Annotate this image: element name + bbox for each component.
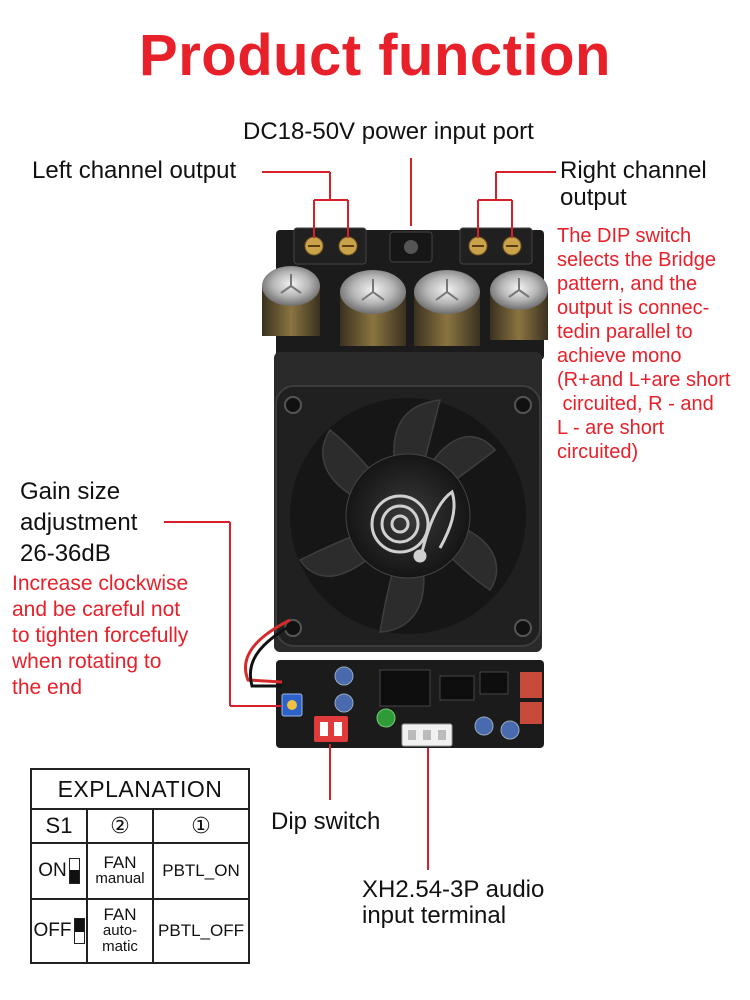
power-terminal-block	[389, 231, 433, 263]
dip-note-line: achieve mono	[557, 345, 682, 367]
dip-note-line: pattern, and the	[557, 273, 698, 295]
header-s1: S1	[30, 808, 88, 844]
gain-note-line: Increase clockwise	[12, 572, 189, 595]
table-row: OFF FAN auto- matic PBTL_OFF	[30, 898, 250, 964]
explanation-table: EXPLANATION S1 ② ① ON FAN manual PBTL_ON…	[30, 768, 250, 964]
dip-note-line: The DIP switch	[557, 225, 692, 247]
audio-input-label-line1: XH2.54-3P audio	[362, 876, 545, 903]
state-label-off: OFF	[33, 920, 72, 941]
switch-on-icon	[68, 858, 80, 884]
state-cell-on: ON	[30, 842, 88, 900]
gain-note-line: and be careful not	[12, 598, 181, 621]
state-label-on: ON	[38, 860, 67, 881]
fan-screw	[514, 619, 532, 637]
capacitor-1	[262, 266, 320, 336]
gain-label-line1: Gain size	[20, 478, 121, 505]
capacitor-3	[414, 270, 480, 346]
left-terminal-block	[293, 227, 367, 265]
dip-note-line: circuited)	[557, 441, 639, 463]
small-capacitors	[334, 666, 542, 740]
dip-note-line: output is connec-	[557, 297, 710, 319]
leader-lines	[164, 158, 556, 870]
fan-screw	[284, 396, 302, 414]
fan-screw	[514, 396, 532, 414]
left-channel-label: Left channel output	[32, 157, 237, 184]
header-switch-1: ①	[152, 808, 250, 844]
gain-note-line: the end	[12, 676, 83, 699]
right-channel-label-line2: output	[560, 184, 627, 211]
right-terminal-block	[459, 227, 533, 265]
explanation-title: EXPLANATION	[30, 768, 250, 810]
dip-note-line: selects the Bridge	[557, 249, 716, 271]
fan-mode-automatic: FAN auto- matic	[86, 898, 154, 964]
state-cell-off: OFF	[30, 898, 88, 964]
right-channel-label-line1: Right channel	[560, 157, 707, 184]
gain-label-line3: 26-36dB	[20, 540, 111, 567]
dip-note-line: L - are short	[557, 417, 665, 439]
audio-input-label-line2: input terminal	[362, 902, 507, 929]
fan-wire-red	[243, 618, 291, 684]
gain-note-line: when rotating to	[12, 650, 162, 673]
fan-mode-manual: FAN manual	[86, 842, 154, 900]
dip-note-line: circuited, R - and	[557, 393, 714, 415]
dip-switch-label: Dip switch	[271, 808, 381, 835]
page-title: Product function	[139, 23, 611, 88]
fan-wire-black	[248, 624, 291, 688]
gain-knob	[287, 700, 297, 710]
gain-note: Increase clockwise and be careful not to…	[12, 571, 188, 701]
capacitor-4	[490, 270, 548, 340]
header-switch-2: ②	[86, 808, 154, 844]
ic-chips	[379, 669, 509, 707]
dip-note-line: (R+and L+are short	[557, 369, 731, 391]
gain-label-line2: adjustment	[20, 509, 138, 536]
gain-note-line: to tighten forcefully	[12, 624, 189, 647]
table-row: ON FAN manual PBTL_ON	[30, 842, 250, 900]
switch-off-icon	[73, 918, 85, 944]
pbtl-on: PBTL_ON	[152, 842, 250, 900]
capacitor-2	[340, 270, 406, 346]
dip-switch-body	[314, 716, 348, 742]
pbtl-off: PBTL_OFF	[152, 898, 250, 964]
power-input-label: DC18-50V power input port	[243, 118, 534, 145]
brand-logo-icon	[370, 489, 456, 563]
dip-switch-note: The DIP switch selects the Bridge patter…	[557, 224, 730, 464]
dip-note-line: tedin parallel to	[557, 321, 693, 343]
